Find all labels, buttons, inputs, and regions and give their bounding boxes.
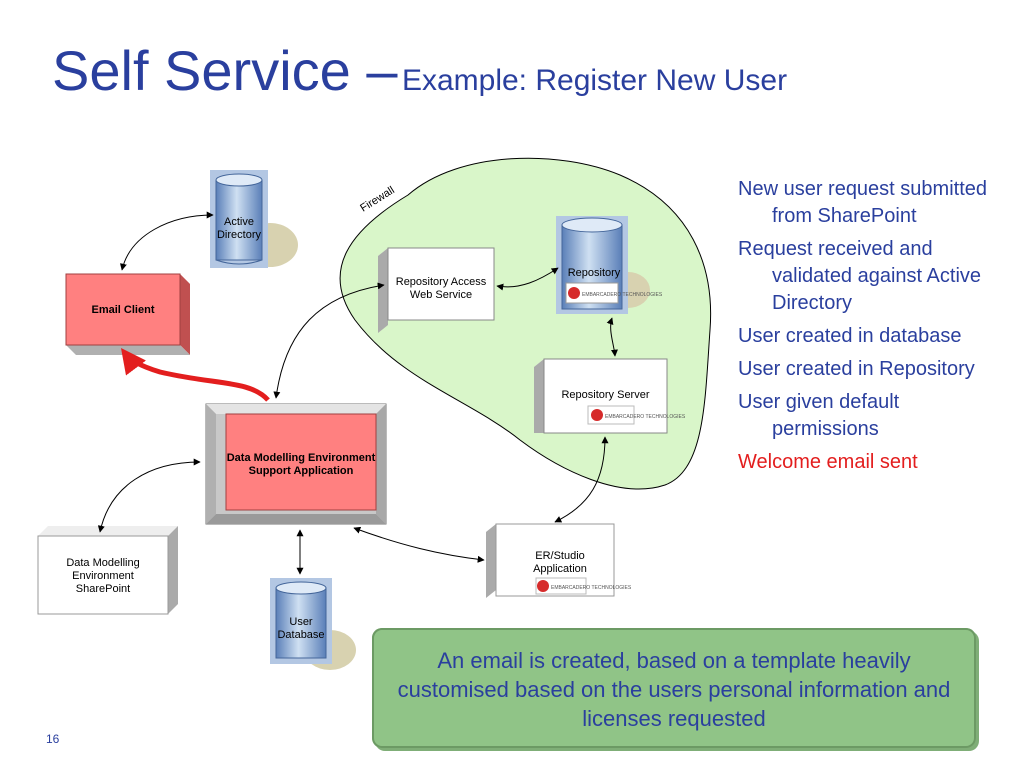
connector-ad-email [119,211,214,271]
active-directory-cylinder [210,170,298,268]
connector-dme-repoaccess [273,282,385,399]
step-item: New user request submitted from SharePoi… [738,178,988,227]
active-directory-label: Active Directory [216,216,261,241]
step-item: Request received and validated against A… [738,238,982,314]
user-database-label: User Database [277,616,325,641]
callout-text: An email is created, based on a template… [397,648,951,731]
connector-repository-server [606,317,618,357]
connector-dme-erstudio [353,526,485,563]
email-client-box [65,273,190,355]
dme-support-label: Data Modelling Environment Support Appli… [226,452,376,477]
step-item-highlight: Welcome email sent [738,451,918,473]
svg-text:EMBARCADERO TECHNOLOGIES: EMBARCADERO TECHNOLOGIES [582,292,663,298]
connector-dme-sharepoint [97,458,201,533]
repository-cylinder [556,216,650,314]
connector-repoaccess-repository [496,267,559,291]
title-main: Self Service – [52,39,398,102]
callout-box [372,628,976,748]
repository-server-label: Repository Server [561,389,650,401]
dme-support-box [205,403,387,525]
steps-list: New user request submitted from SharePoi… [738,176,1008,482]
step-item: User given default permissions [738,391,900,440]
email-client-label: Email Client [91,304,155,316]
er-studio-label: ER/Studio Application [533,550,587,575]
embarcadero-logo: EMBARCADERO TECHNOLOGIES [591,409,686,421]
repository-label: Repository [567,267,621,279]
embarcadero-logo: EMBARCADERO TECHNOLOGIES [568,287,663,299]
firewall-zone [339,157,712,490]
email-flow-arrow [120,348,270,402]
slide-title: Self Service – Example: Register New Use… [52,38,787,103]
sharepoint-box [37,526,178,615]
connector-server-erstudio [554,436,609,523]
user-database-cylinder [270,578,356,670]
svg-text:EMBARCADERO TECHNOLOGIES: EMBARCADERO TECHNOLOGIES [551,585,632,591]
embarcadero-logo: EMBARCADERO TECHNOLOGIES [537,580,632,592]
er-studio-box [486,523,615,598]
page-number: 16 [46,732,60,746]
repository-access-label: Repository Access Web Service [395,276,487,301]
repository-access-box [378,247,495,333]
sharepoint-label: Data Modelling Environment SharePoint [66,557,140,595]
repository-server-box [534,358,668,434]
step-item: User created in Repository [738,358,975,380]
step-item: User created in database [738,325,962,347]
title-sub: Example: Register New User [401,64,788,97]
svg-text:EMBARCADERO TECHNOLOGIES: EMBARCADERO TECHNOLOGIES [605,414,686,420]
